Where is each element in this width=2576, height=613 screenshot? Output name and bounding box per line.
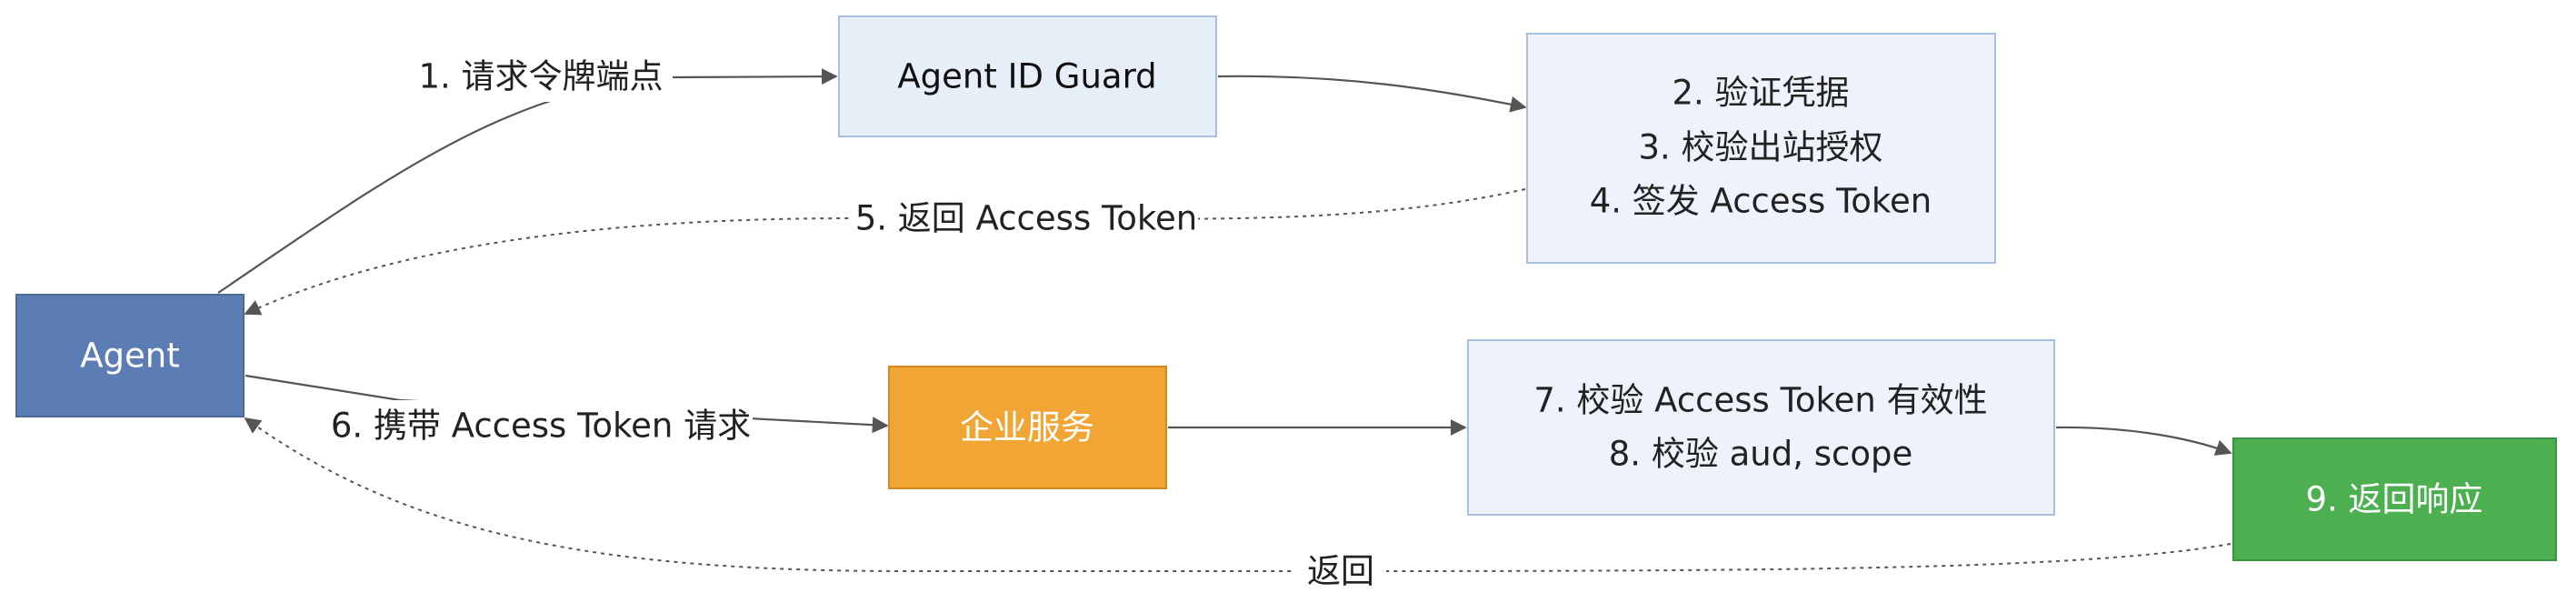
edge-guard-to-verify <box>1217 75 1527 113</box>
edge-label-return: 返回 <box>1295 544 1386 597</box>
validate-line-1: 7. 校验 Access Token 有效性 <box>1533 381 1987 420</box>
verify-line-3: 4. 签发 Access Token <box>1590 182 1932 221</box>
svg-text:企业服务: 企业服务 <box>960 408 1094 447</box>
svg-text:返回: 返回 <box>1307 552 1374 591</box>
edge-label-carry-token: 6. 携带 Access Token 请求 <box>325 400 753 453</box>
edge-label-request-token: 1. 请求令牌端点 <box>400 49 673 102</box>
edge-validate-to-response <box>2055 426 2232 456</box>
svg-text:9. 返回响应: 9. 返回响应 <box>2305 480 2482 519</box>
svg-text:Agent ID Guard: Agent ID Guard <box>897 57 1156 96</box>
edge-label-return-token: 5. 返回 Access Token <box>853 193 1198 246</box>
svg-text:6. 携带 Access Token 请求: 6. 携带 Access Token 请求 <box>331 407 751 446</box>
node-validate-token: 7. 校验 Access Token 有效性 8. 校验 aud, scope <box>1467 339 2055 516</box>
node-agent: Agent <box>15 294 245 417</box>
verify-line-2: 3. 校验出站授权 <box>1638 128 1882 167</box>
node-enterprise-service: 企业服务 <box>888 366 1167 489</box>
node-agent-id-guard: Agent ID Guard <box>838 15 1217 137</box>
svg-text:5. 返回 Access Token: 5. 返回 Access Token <box>855 199 1198 238</box>
node-return-response: 9. 返回响应 <box>2232 437 2557 561</box>
verify-line-1: 2. 验证凭据 <box>1672 74 1849 113</box>
svg-text:1. 请求令牌端点: 1. 请求令牌端点 <box>418 57 663 96</box>
svg-text:Agent: Agent <box>80 337 180 376</box>
node-verify-credentials: 2. 验证凭据 3. 校验出站授权 4. 签发 Access Token <box>1526 33 1996 264</box>
validate-line-2: 8. 校验 aud, scope <box>1609 435 1912 474</box>
edge-request-token <box>217 68 838 294</box>
